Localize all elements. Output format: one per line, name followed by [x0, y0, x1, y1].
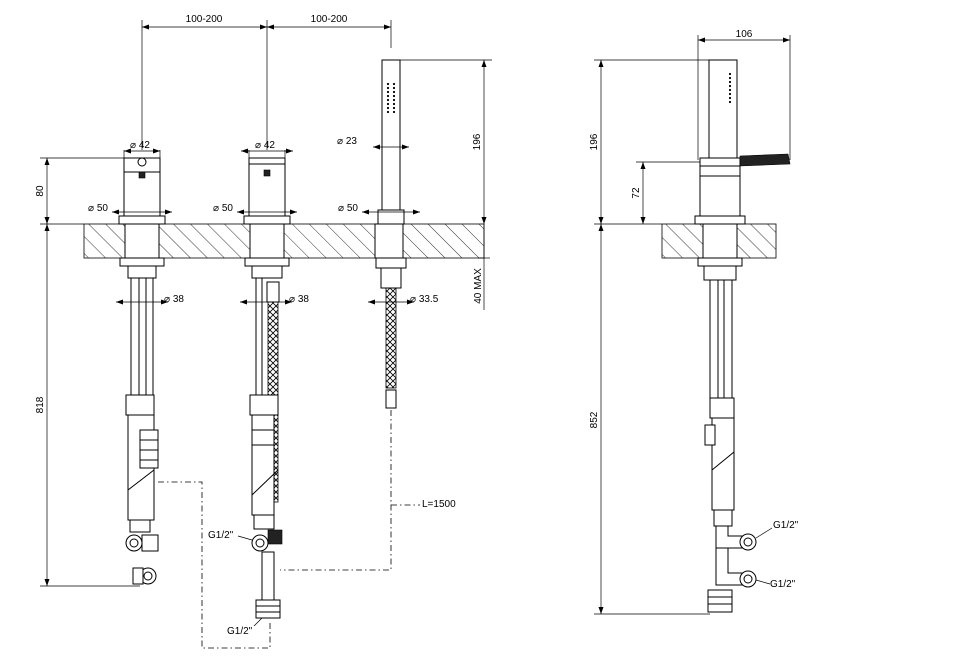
dim-dia42-mid-label: ⌀ 42 — [255, 140, 275, 151]
g12-side-lower-label: G1/2" — [770, 579, 796, 590]
side-inlet-lower-inner — [743, 574, 753, 584]
mid-mixer-body — [248, 157, 286, 219]
deck-hole-mid — [249, 223, 285, 259]
side-shower-nozzles — [728, 72, 732, 104]
dim-80-label: 80 — [35, 185, 46, 197]
shower-hose — [385, 287, 397, 389]
mid-bottom-fitting — [255, 599, 281, 619]
side-valve-detail — [711, 451, 735, 471]
right-nut — [375, 257, 407, 269]
dim-196-front-label: 196 — [472, 133, 483, 150]
side-view: 106 — [589, 29, 799, 615]
side-lever — [739, 153, 791, 167]
leader-g12-bottom — [253, 617, 263, 627]
side-body-top — [699, 157, 741, 167]
side-nut — [697, 257, 743, 267]
front-view: 100-200 100-200 — [35, 14, 492, 649]
mid-nut — [244, 257, 290, 267]
g12-mid-label: G1/2" — [208, 530, 234, 541]
dim-852-label: 852 — [589, 411, 600, 428]
dim-dia50-right-label: ⌀ 50 — [338, 203, 358, 214]
dim-dia50-mid-label: ⌀ 50 — [213, 203, 233, 214]
left-valve-detail — [127, 469, 155, 491]
side-inlet-upper-inner — [743, 537, 753, 547]
hand-shower-nozzles — [386, 82, 396, 114]
left-mixer-knob — [137, 157, 147, 167]
leader-g12-side-upper — [755, 527, 773, 539]
side-bottom-fitting — [707, 589, 733, 613]
mid-mixer-base — [243, 215, 291, 225]
g12-bottom-label: G1/2" — [227, 626, 253, 637]
side-valve-tab — [704, 424, 716, 446]
left-inlet-upper — [125, 534, 143, 552]
left-side-fitting — [139, 429, 159, 469]
mid-hose-connector — [266, 281, 280, 303]
shower-hose-end — [385, 389, 397, 409]
dim-dia33-right-label: ⌀ 33.5 — [410, 294, 439, 305]
left-inlet-upper-nut — [141, 534, 159, 552]
mid-inlet-inner — [255, 538, 265, 548]
dim-40max-label: 40 MAX — [473, 268, 484, 304]
deck-hole-right — [374, 223, 404, 259]
dim-dia42-left-label: ⌀ 42 — [130, 140, 150, 151]
right-shank — [380, 267, 402, 289]
left-inlet-lower-inner — [143, 571, 153, 581]
mid-lower-nut — [253, 514, 275, 530]
g12-side-upper-label: G1/2" — [773, 520, 799, 531]
hose-routing-left — [158, 481, 271, 649]
side-inlet-upper — [739, 533, 757, 551]
hose-length-label: L=1500 — [422, 499, 456, 510]
mid-shank-top — [251, 265, 283, 279]
mid-lower-pipe — [261, 551, 275, 603]
mid-cartridge-fitting — [249, 394, 279, 416]
dim-106-label: 106 — [736, 29, 753, 40]
left-lower-nut — [129, 519, 151, 533]
left-shank-top — [127, 265, 157, 279]
side-body — [699, 165, 741, 219]
hand-shower-body — [381, 59, 401, 211]
dim-dia38-left-label: ⌀ 38 — [164, 294, 184, 305]
dim-spacing-right-label: 100-200 — [311, 14, 348, 25]
left-nut — [119, 257, 165, 267]
dim-196-side-label: 196 — [589, 133, 600, 150]
leader-g12-side-lower — [755, 579, 771, 585]
mid-mixer-indicator — [263, 169, 271, 177]
left-inlet-lower-nut — [132, 567, 144, 585]
dim-dia38-mid-label: ⌀ 38 — [289, 294, 309, 305]
dim-72-label: 72 — [631, 187, 642, 199]
mid-outlet-nut — [267, 529, 283, 545]
mid-inlet — [251, 534, 269, 552]
mid-valve-detail — [251, 469, 279, 496]
deck-hole-left — [124, 223, 160, 259]
side-inlet-lower — [739, 570, 757, 588]
left-mixer-body — [123, 157, 161, 219]
side-base — [694, 215, 746, 225]
side-hand-shower — [708, 59, 738, 165]
side-cartridge-fitting — [709, 397, 735, 419]
left-mixer-indicator — [138, 171, 146, 179]
dim-dia23-label: ⌀ 23 — [337, 136, 357, 147]
side-shank — [703, 265, 737, 281]
side-lower-nut — [713, 509, 733, 527]
leader-g12-mid — [237, 535, 253, 541]
hose-routing-right — [280, 410, 392, 571]
left-cartridge-fitting — [125, 394, 155, 416]
side-deck-hole — [702, 223, 738, 259]
dim-dia50-left-label: ⌀ 50 — [88, 203, 108, 214]
dim-818-label: 818 — [35, 396, 46, 413]
left-mixer-base — [118, 215, 166, 225]
left-inlet-upper-inner — [129, 538, 139, 548]
dim-spacing-left-label: 100-200 — [186, 14, 223, 25]
